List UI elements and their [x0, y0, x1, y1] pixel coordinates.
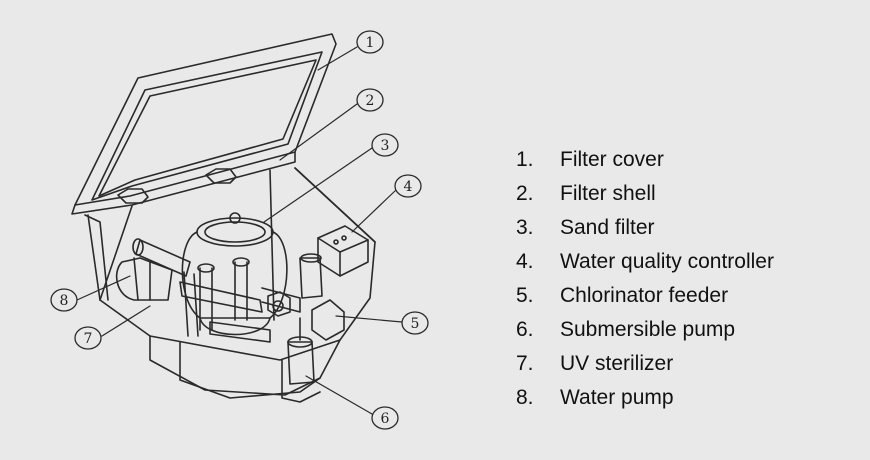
- component-legend: 1. Filter cover 2. Filter shell 3. Sand fil…: [516, 143, 774, 415]
- callout-circle-2: [356, 88, 384, 112]
- callout-circle-6: [371, 406, 399, 430]
- legend-number: 6.: [516, 318, 534, 341]
- filter-cover-drawing: [71, 33, 337, 215]
- water-pump-drawing: [115, 257, 173, 301]
- legend-item: 7. UV sterilizer: [516, 347, 774, 381]
- callout-number-1: 1: [366, 35, 375, 51]
- callout-circle-1: [356, 30, 384, 54]
- legend-number: 3.: [516, 216, 534, 239]
- legend-label: Sand filter: [560, 216, 655, 239]
- legend-item: 1. Filter cover: [516, 143, 774, 177]
- legend-item: 5. Chlorinator feeder: [516, 279, 774, 313]
- legend-item: 4. Water quality controller: [516, 245, 774, 279]
- filter-system-diagram: 1 2 3 4 5 6 7 8: [50, 30, 429, 430]
- legend-number: 4.: [516, 250, 534, 273]
- callout-markers: [50, 30, 429, 430]
- callout-circle-3: [371, 133, 399, 157]
- legend-item: 2. Filter shell: [516, 177, 774, 211]
- legend-number: 1.: [516, 148, 534, 171]
- callout-number-5: 5: [411, 316, 420, 332]
- callout-circle-8: [50, 288, 78, 312]
- legend-number: 2.: [516, 182, 534, 205]
- legend-item: 3. Sand filter: [516, 211, 774, 245]
- filter-shell-drawing: [84, 167, 376, 403]
- pipework-drawing: [179, 257, 301, 343]
- callout-number-8: 8: [60, 293, 69, 309]
- callout-number-3: 3: [381, 138, 390, 154]
- legend-label: Filter shell: [560, 182, 656, 205]
- chlorinator-feeder-drawing: [299, 253, 345, 341]
- legend-number: 5.: [516, 284, 534, 307]
- water-quality-controller-drawing: [317, 225, 369, 277]
- legend-item: 6. Submersible pump: [516, 313, 774, 347]
- callout-circle-4: [394, 174, 422, 198]
- legend-number: 7.: [516, 352, 534, 375]
- callout-number-4: 4: [404, 179, 413, 195]
- callout-circle-7: [74, 326, 102, 350]
- legend-label: Water pump: [560, 386, 674, 409]
- legend-label: Submersible pump: [560, 318, 736, 341]
- callout-number-2: 2: [366, 93, 375, 109]
- callout-number-6: 6: [381, 411, 390, 427]
- legend-label: Filter cover: [560, 148, 664, 171]
- callout-circle-5: [401, 311, 429, 335]
- legend-label: Water quality controller: [560, 250, 774, 273]
- submersible-pump-drawing: [287, 317, 315, 385]
- legend-item: 8. Water pump: [516, 381, 774, 415]
- leader-lines: [76, 46, 403, 415]
- legend-number: 8.: [516, 386, 534, 409]
- callout-number-7: 7: [84, 331, 93, 347]
- legend-label: UV sterilizer: [560, 352, 674, 375]
- legend-label: Chlorinator feeder: [560, 284, 729, 307]
- uv-sterilizer-drawing: [132, 238, 199, 337]
